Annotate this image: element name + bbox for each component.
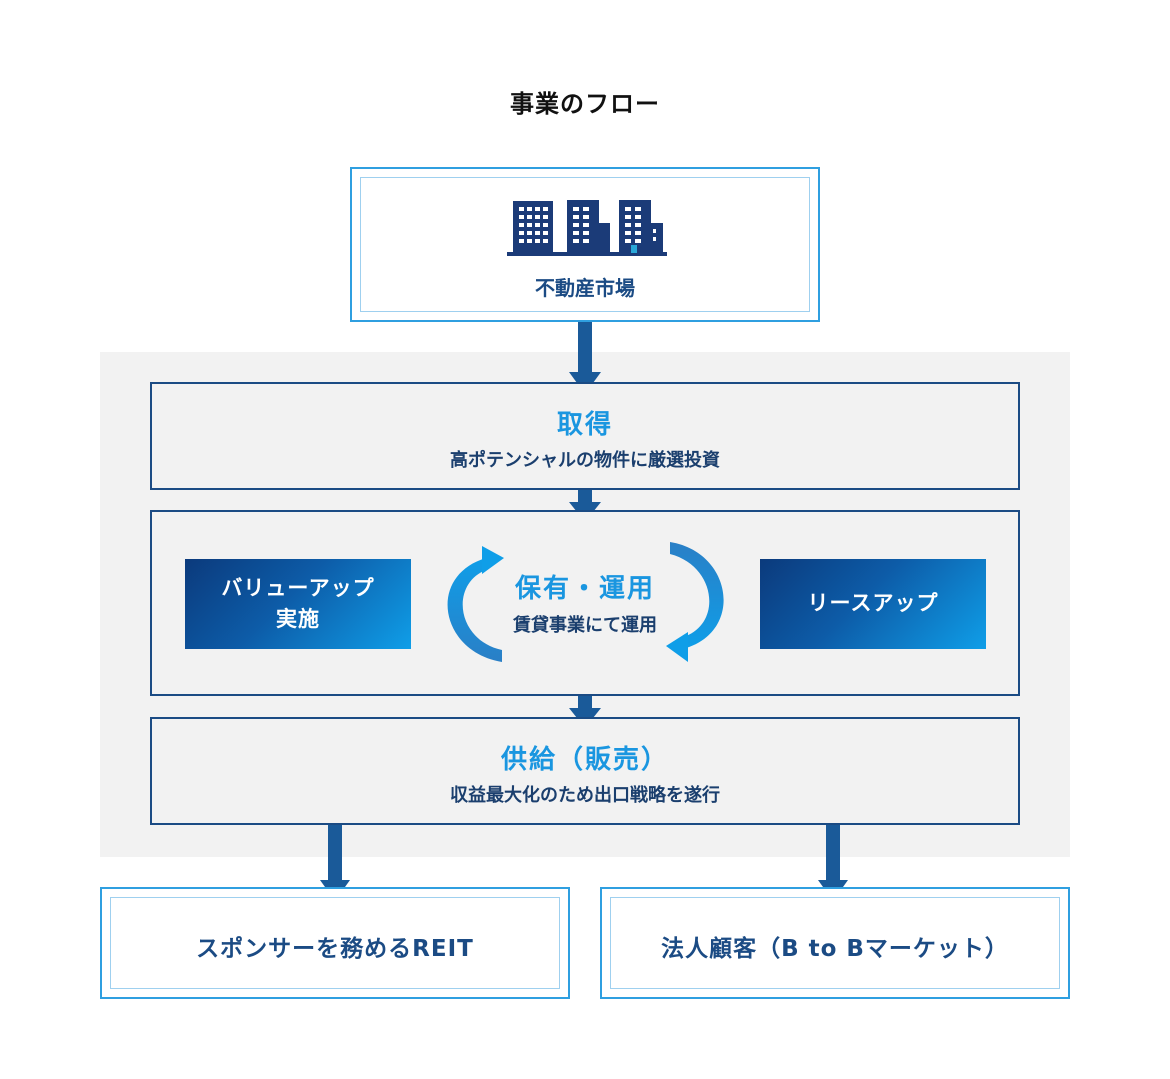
diagram-title: 事業のフロー: [510, 90, 660, 118]
reit-output-box: スポンサーを務めるREIT: [100, 887, 570, 999]
corporate-label: 法人顧客（B to Bマーケット）: [661, 936, 1009, 962]
corporate-output-box: 法人顧客（B to Bマーケット）: [600, 887, 1070, 999]
holding-stage: バリューアップ 実施 リースアップ 保有・運用 賃貸事業にて運用: [150, 510, 1020, 696]
inner-border: [610, 897, 1060, 989]
supply-subtitle: 収益最大化のため出口戦略を遂行: [450, 785, 720, 806]
value-up-line1: バリューアップ: [221, 575, 375, 600]
lease-up-box: リースアップ: [760, 559, 986, 649]
buildings-icon: [507, 200, 667, 256]
supply-stage: 供給（販売） 収益最大化のため出口戦略を遂行: [150, 717, 1020, 825]
inner-border: [110, 897, 560, 989]
acquisition-stage: 取得 高ポテンシャルの物件に厳選投資: [150, 382, 1020, 490]
real-estate-market-box: 不動産市場: [350, 167, 820, 322]
cycle-arrows-icon: [447, 542, 724, 662]
reit-label: スポンサーを務めるREIT: [196, 936, 474, 962]
arrow-acquisition-to-holding-shaft: [578, 489, 592, 504]
value-up-box: バリューアップ 実施: [185, 559, 411, 649]
arrow-holding-to-supply-shaft: [578, 695, 592, 710]
lease-up-label: リースアップ: [807, 591, 939, 616]
arrow-supply-to-reit-shaft: [328, 824, 342, 882]
inner-border: [360, 177, 810, 312]
arrow-supply-to-corporate-shaft: [826, 824, 840, 882]
supply-title: 供給（販売）: [500, 745, 669, 775]
holding-title: 保有・運用: [514, 574, 655, 604]
value-up-line2: 実施: [275, 607, 320, 631]
acquisition-title: 取得: [556, 410, 613, 440]
arrow-market-to-acquisition-shaft: [578, 321, 592, 373]
acquisition-subtitle: 高ポテンシャルの物件に厳選投資: [450, 450, 720, 471]
holding-subtitle: 賃貸事業にて運用: [513, 615, 657, 636]
market-label: 不動産市場: [535, 276, 635, 300]
